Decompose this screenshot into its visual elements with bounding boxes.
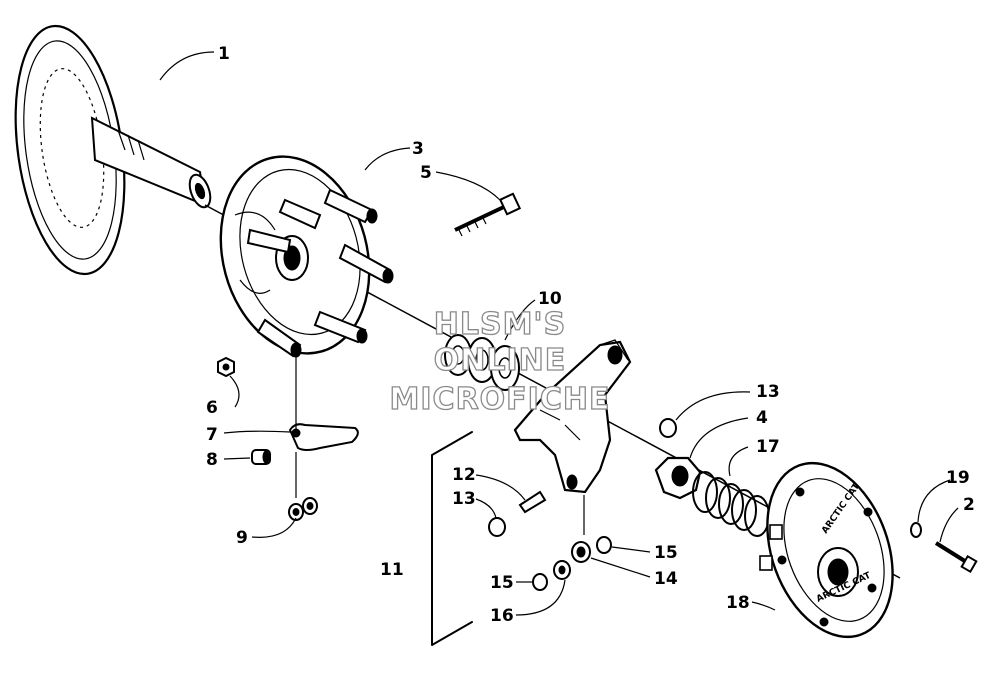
callout-13-upper: 13 [756, 382, 780, 402]
part-washer-15-lower [532, 573, 548, 591]
watermark-line-1: HLSM'S [434, 307, 566, 342]
watermark-line-3: MICROFICHE [390, 382, 611, 417]
callout-14: 14 [654, 569, 678, 589]
part-button-13-lower [488, 517, 506, 537]
callout-10: 10 [538, 289, 562, 309]
part-bolt-5 [454, 192, 522, 237]
callout-17: 17 [756, 437, 780, 457]
callout-4: 4 [756, 408, 768, 428]
watermark-line-2: ONLINE [434, 343, 567, 378]
part-pin-12 [518, 490, 547, 514]
callout-11: 11 [380, 560, 404, 580]
part-washers-9 [288, 497, 318, 521]
part-button-13-upper [659, 418, 677, 438]
part-washer-19 [910, 522, 922, 538]
part-roller-8 [251, 449, 271, 465]
part-washers-10 [444, 334, 520, 391]
callout-18: 18 [726, 593, 750, 613]
callout-15-right: 15 [654, 543, 678, 563]
part-bushing-14 [571, 541, 591, 563]
callout-6: 6 [206, 398, 218, 418]
watermark: HLSM'S ONLINE MICROFICHE [389, 306, 611, 417]
part-fixed-sheave [14, 24, 212, 276]
part-spring-17 [692, 471, 770, 537]
callout-1: 1 [218, 44, 230, 64]
callout-8: 8 [206, 450, 218, 470]
part-roller-16 [553, 560, 571, 580]
callout-13-lower: 13 [452, 489, 476, 509]
part-cover-18: ARCTIC CAT ARCTIC CAT [759, 461, 894, 639]
callout-19: 19 [946, 468, 970, 488]
callout-5: 5 [420, 163, 432, 183]
part-cam-arm-7 [288, 423, 359, 451]
callout-15-left: 15 [490, 573, 514, 593]
leader-lines [159, 51, 959, 616]
part-bolt-2 [934, 541, 978, 574]
part-moveable-sheave [219, 155, 394, 358]
part-nut-6 [217, 356, 235, 378]
callout-9: 9 [236, 528, 248, 548]
bracket-11 [431, 431, 473, 646]
callout-16: 16 [490, 606, 514, 626]
callout-12: 12 [452, 465, 476, 485]
callout-2: 2 [963, 495, 975, 515]
callout-7: 7 [206, 425, 218, 445]
callout-labels: 1 2 3 4 5 6 7 8 9 10 11 12 13 13 14 15 1… [206, 44, 975, 626]
part-spider-11 [513, 339, 632, 494]
callout-3: 3 [412, 139, 424, 159]
part-lock-nut-4 [654, 456, 702, 500]
part-washer-15-upper [596, 536, 612, 554]
